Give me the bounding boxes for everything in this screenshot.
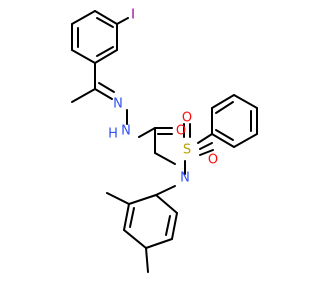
molecule-structure: I N N H O N S O O xyxy=(71,8,258,273)
bond xyxy=(155,185,176,196)
bond xyxy=(96,46,114,57)
sulfur-label: S xyxy=(183,143,191,158)
imine-n-label: N xyxy=(113,97,123,112)
bond xyxy=(123,229,147,249)
bond xyxy=(123,203,130,231)
bond xyxy=(215,129,234,141)
bond xyxy=(96,17,114,28)
bond xyxy=(116,17,129,25)
molecule-canvas: I N N H O N S O O xyxy=(71,7,258,273)
bond xyxy=(233,94,258,109)
sulfonyl-o-bottom-label: O xyxy=(208,153,218,168)
phenyl-ring xyxy=(211,94,258,148)
iodine-label: I xyxy=(131,8,135,23)
bond xyxy=(199,142,213,150)
bond xyxy=(128,194,157,205)
iodophenyl-ring xyxy=(71,10,118,64)
bond xyxy=(165,215,171,236)
sulfonamide-n-label: N xyxy=(180,171,190,186)
bond xyxy=(171,212,178,240)
bond xyxy=(94,49,118,64)
bond xyxy=(211,133,235,148)
methyl-bond xyxy=(71,88,96,103)
sulfonyl-o-top-label: O xyxy=(182,111,192,126)
bond xyxy=(94,10,118,25)
bond xyxy=(98,82,115,93)
methyl-bond xyxy=(145,247,149,273)
methyl-bond xyxy=(106,192,130,205)
dimethylphenyl-ring xyxy=(123,194,178,249)
bond xyxy=(129,207,135,228)
bond xyxy=(155,194,178,214)
bond xyxy=(233,133,258,148)
bond xyxy=(94,88,113,100)
bond xyxy=(138,127,156,138)
hydrazide-h-label: H xyxy=(108,127,118,142)
hydrazide-n-label: N xyxy=(121,124,131,139)
bond xyxy=(154,152,176,165)
bond xyxy=(197,133,213,144)
bond xyxy=(145,238,173,249)
bond xyxy=(71,49,96,64)
bond xyxy=(215,101,234,114)
bond xyxy=(71,10,96,25)
bond xyxy=(211,94,235,109)
carbonyl-o-label: O xyxy=(176,124,186,139)
bond xyxy=(199,149,214,156)
